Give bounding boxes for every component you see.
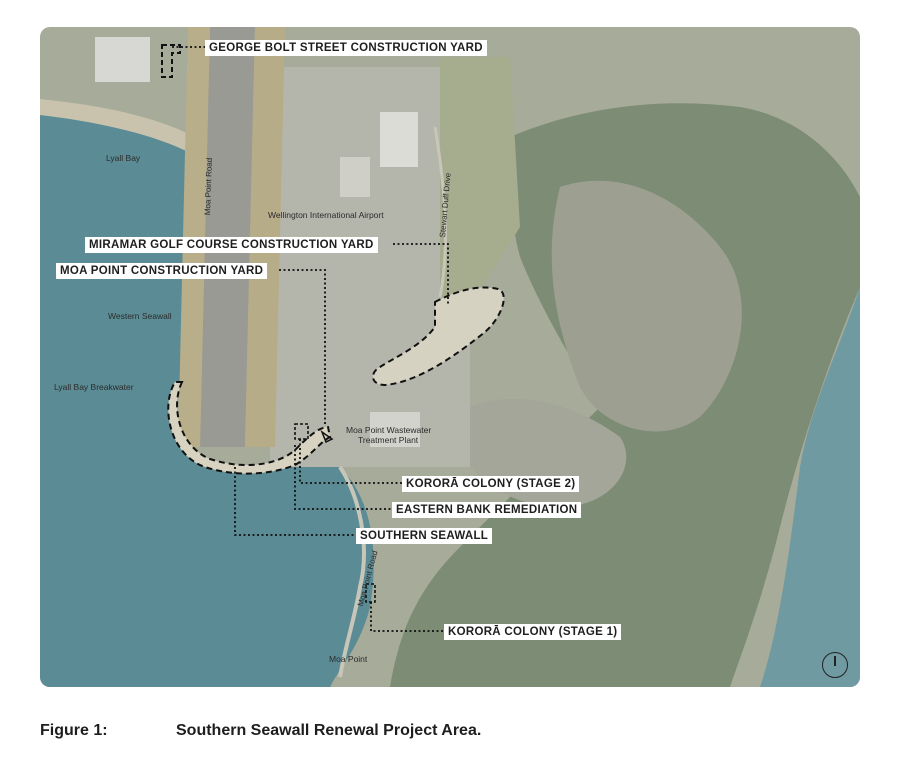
aerial-map-image [40, 27, 860, 687]
george-bolt-yard-boundary [161, 44, 181, 78]
hangars [95, 37, 150, 82]
leader-miramar-golf [393, 243, 449, 305]
figure-title: Southern Seawall Renewal Project Area. [176, 722, 482, 739]
korora-stage1-boundary [365, 583, 376, 603]
place-moa-point-wwtp-line1: Moa Point Wastewater [346, 425, 432, 435]
suburb-east [551, 180, 742, 432]
golf-course [440, 57, 520, 307]
place-lyall-bay: Lyall Bay [106, 153, 141, 163]
callout-eastern-bank: EASTERN BANK REMEDIATION [392, 502, 582, 518]
callout-southern-seawall: SOUTHERN SEAWALL [356, 528, 493, 544]
terminal [380, 112, 418, 167]
beach [40, 99, 198, 153]
place-moa-point-wwtp-line2: Treatment Plant [358, 435, 419, 445]
stewart-duff-drive [433, 126, 447, 298]
place-western-seawall: Western Seawall [108, 311, 172, 321]
place-moa-point: Moa Point [329, 654, 368, 664]
leader-eastern-bank [294, 445, 392, 510]
place-airport: Wellington International Airport [268, 210, 384, 220]
wwtp [370, 412, 420, 447]
leader-southern-seawall [234, 467, 356, 536]
korora-stage2-boundary [320, 429, 334, 444]
callout-korora-stage2: KORORĀ COLONY (STAGE 2) [402, 476, 580, 492]
figure-number: Figure 1: [40, 722, 108, 739]
sea-east [760, 287, 860, 687]
moa-point-road [338, 465, 366, 678]
miramar-golf-yard-boundary [372, 286, 505, 387]
place-lyall-bay-breakwater: Lyall Bay Breakwater [54, 382, 134, 392]
leader-korora-stage1 [370, 602, 444, 632]
callout-miramar-golf-yard: MIRAMAR GOLF COURSE CONSTRUCTION YARD [85, 237, 378, 253]
callout-moa-point-yard: MOA POINT CONSTRUCTION YARD [56, 263, 268, 279]
aerial-map: Lyall Bay Moa Point Road Wellington Inte… [40, 27, 860, 687]
callout-korora-stage1: KORORĀ COLONY (STAGE 1) [444, 624, 622, 640]
callout-george-bolt-yard: GEORGE BOLT STREET CONSTRUCTION YARD [205, 40, 487, 56]
moa-point-yard-boundary [294, 423, 309, 440]
leader-korora-stage2 [299, 439, 402, 484]
north-arrow-icon [822, 652, 848, 678]
terminal-2 [340, 157, 370, 197]
leader-moa-point-yard [279, 269, 326, 425]
